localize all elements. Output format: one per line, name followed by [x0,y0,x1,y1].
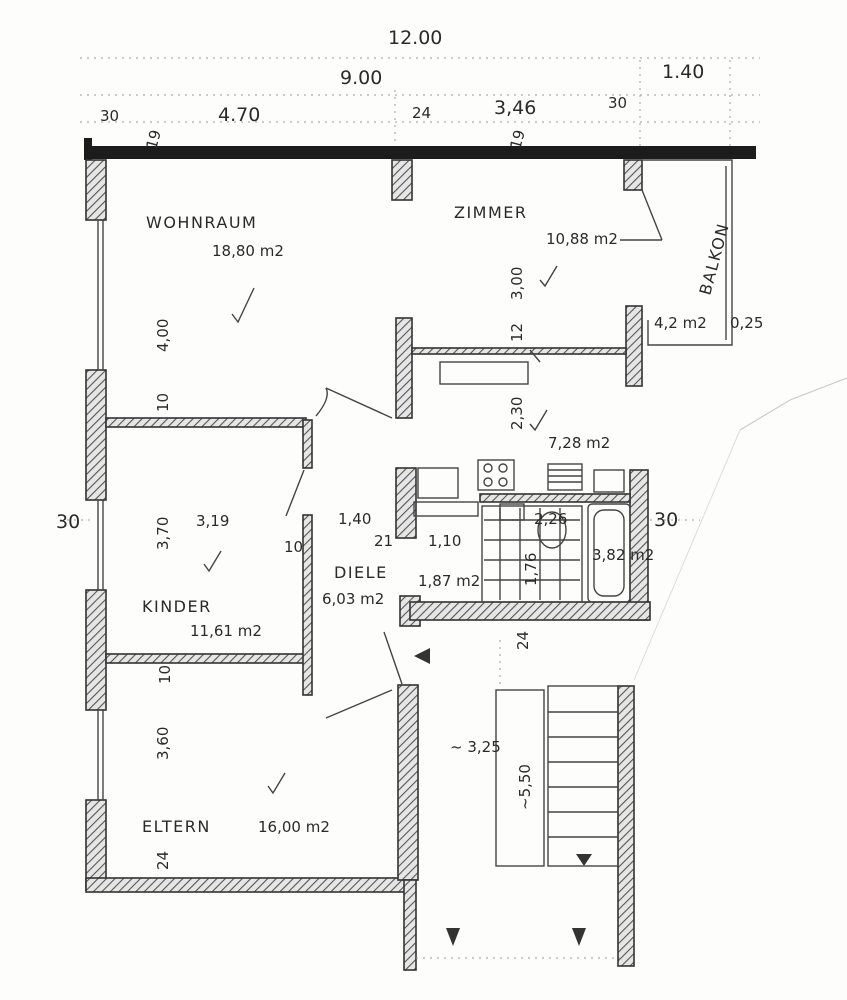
room-wohnraum-area: 18,80 m2 [212,242,284,260]
dim-bath-depth: 1,76 [522,553,540,586]
dim-wall-10-c: 10 [156,665,174,684]
dim-mark-21: 21 [374,532,393,550]
dim-mark-2: 19 [506,128,528,151]
facade-wall-end [84,138,92,160]
dimension-labels: 12.00 9.00 1.40 30 4.70 24 3,46 30 19 19… [56,27,763,870]
balcony-outline [642,159,733,346]
dim-seg-346: 3,46 [494,97,536,119]
room-diele-area: 6,03 m2 [322,590,384,608]
dim-seg-30-right: 30 [608,94,627,112]
dim-kinder-depth: 3,70 [154,517,172,550]
dim-seg-30-left: 30 [100,107,119,125]
dim-diele-width: 1,40 [338,510,371,528]
arrow-marker-bottom-left [446,928,460,946]
dim-main-width: 9.00 [340,67,382,89]
dim-kitchen-depth: 2,30 [508,397,526,430]
dim-wall-24-stair: 24 [514,631,532,650]
dim-zimmer-depth: 3,00 [508,267,526,300]
room-kitchen-area: 7,28 m2 [548,434,610,452]
arrow-marker-left [414,648,430,664]
dim-balcony-width: 1.40 [662,61,704,83]
room-bad-area: 3,82 m2 [592,546,654,564]
dim-wall-10-a: 10 [154,393,172,412]
dim-total-width: 12.00 [388,27,442,49]
dim-side-30-right: 30 [654,509,678,531]
dim-eltern-depth: 3,60 [154,727,172,760]
room-kinder-name: KINDER [142,597,212,616]
room-zimmer-name: ZIMMER [454,203,528,222]
dim-side-30-left: 30 [56,511,80,533]
staircase [416,640,620,959]
room-diele-name: DIELE [334,563,388,582]
dim-seg-470: 4.70 [218,104,260,126]
facade-wall [86,146,756,159]
dim-wc-width: 1,10 [428,532,461,550]
arrow-marker-bottom-right [572,928,586,946]
room-labels: WOHNRAUM 18,80 m2 ZIMMER 10,88 m2 BALKON… [142,203,733,836]
dim-seg-24: 24 [412,104,431,122]
room-eltern-area: 16,00 m2 [258,818,330,836]
paper-edge [739,377,847,431]
dim-wall-10-b: 10 [284,538,303,556]
walls [85,159,651,971]
dim-wall-12: 12 [508,323,526,342]
room-balkon-name: BALKON [696,221,734,297]
room-kinder-area: 11,61 m2 [190,622,262,640]
room-zimmer-area: 10,88 m2 [546,230,618,248]
room-eltern-name: ELTERN [142,817,211,836]
dim-stair-length: ~5,50 [516,764,534,810]
room-wc-area: 1,87 m2 [418,572,480,590]
arrow-marker-stair [576,854,592,866]
dim-mark-1: 19 [142,128,164,151]
dim-stair-width: ~ 3,25 [450,738,501,756]
door-swings [285,189,663,719]
dim-wohnraum-depth: 4,00 [154,319,172,352]
kitchen-fixtures [413,361,625,517]
check-marks [203,265,558,795]
dim-bath-width: 2,26 [534,510,567,528]
room-wohnraum-name: WOHNRAUM [146,213,257,232]
dim-balcony-wall: 0,25 [730,314,763,332]
room-balkon-area: 4,2 m2 [654,314,707,332]
bathroom-fixtures [481,503,631,603]
dim-kinder-width: 3,19 [196,512,229,530]
construction-lines [60,57,760,521]
dim-wall-24-bottom: 24 [154,851,172,870]
